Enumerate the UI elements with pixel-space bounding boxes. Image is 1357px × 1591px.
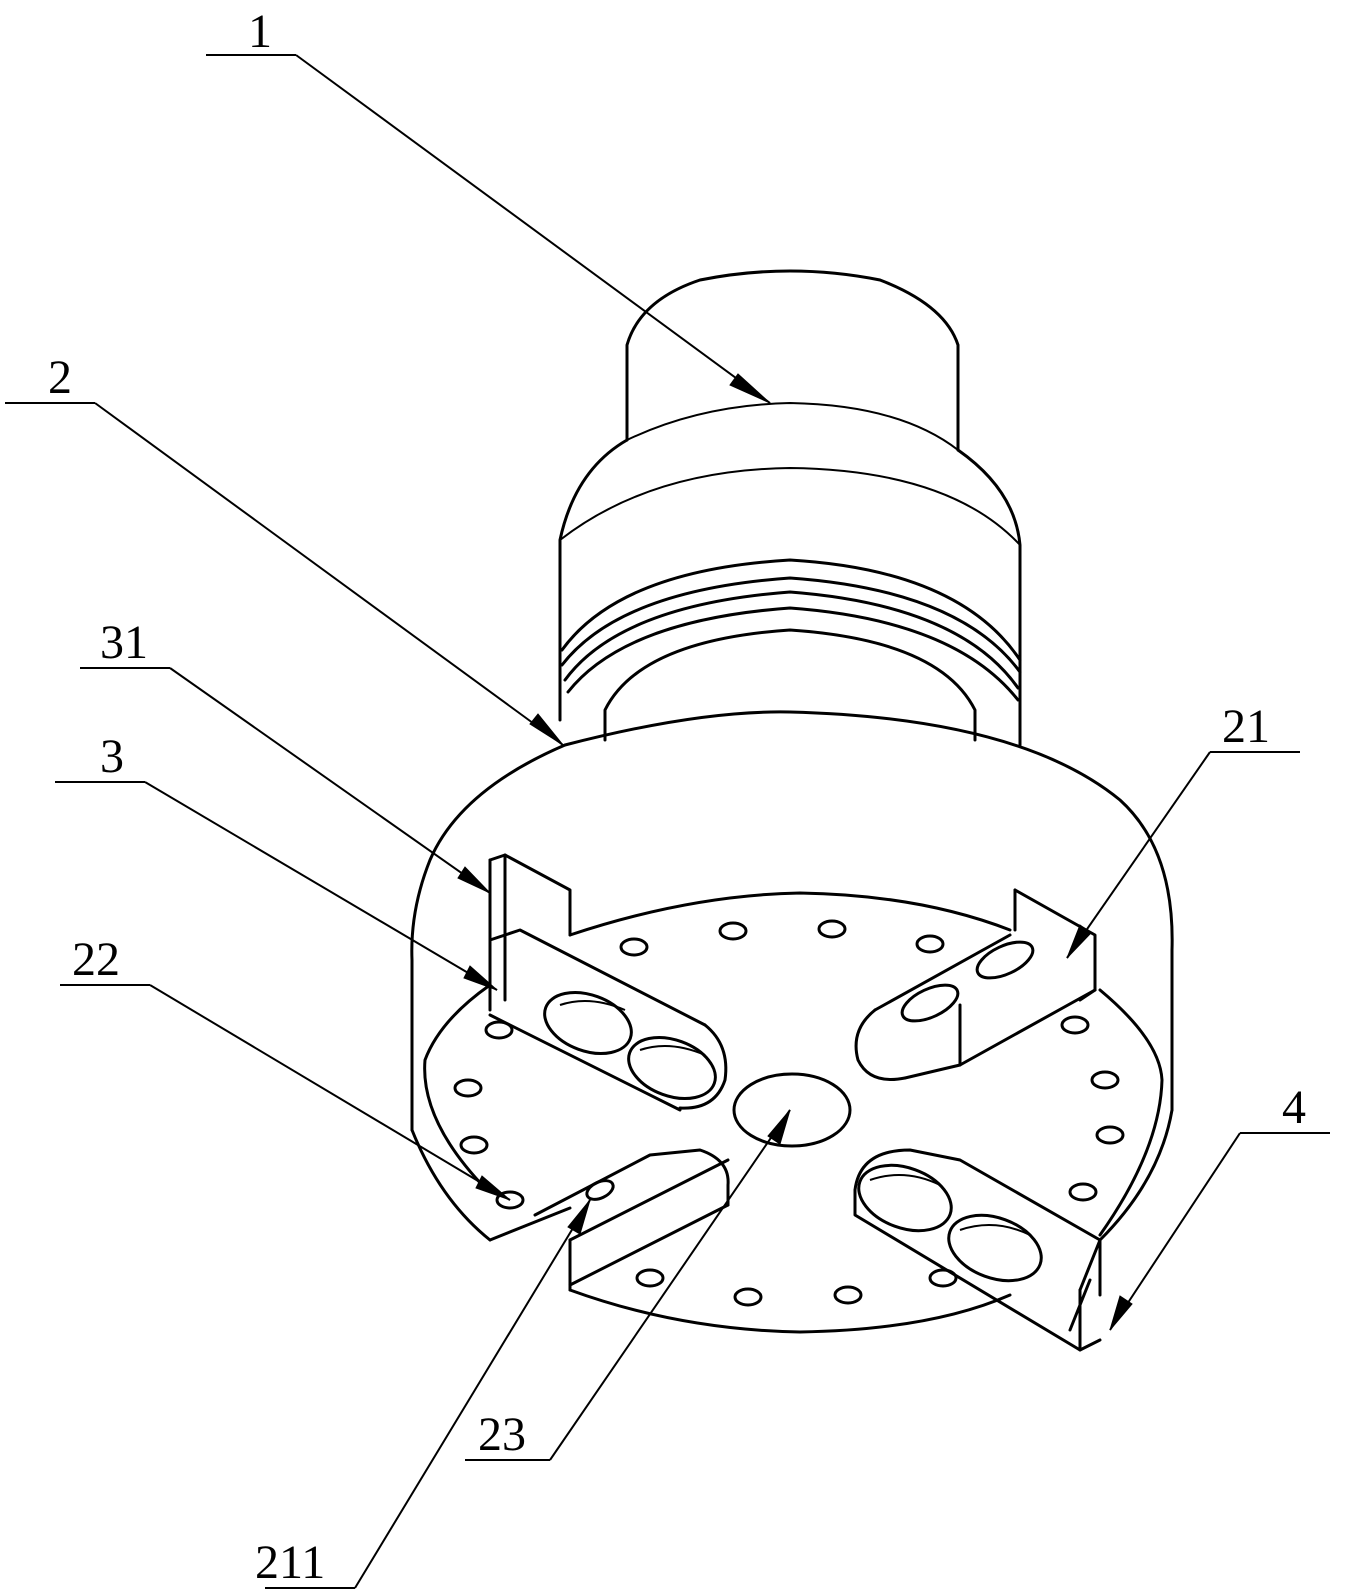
jaw-top-right xyxy=(854,888,1097,1081)
label-21: 21 xyxy=(1222,700,1270,753)
bottom-face xyxy=(423,891,1164,1334)
top-cap xyxy=(625,269,960,452)
leader-lines xyxy=(5,54,1330,1589)
jaw-top-left xyxy=(488,853,728,1112)
thread-rings xyxy=(560,558,1022,742)
jaw-bottom-left xyxy=(488,1148,730,1292)
upper-collar xyxy=(558,438,1022,747)
label-31: 31 xyxy=(100,616,148,669)
reference-labels: 1 2 31 3 22 21 4 23 211 xyxy=(48,5,1306,1589)
label-2: 2 xyxy=(48,351,72,404)
main-body xyxy=(410,710,1174,1242)
label-4: 4 xyxy=(1282,1081,1306,1134)
bolt-holes xyxy=(453,919,1125,1307)
jaw-bottom-right xyxy=(853,1148,1102,1352)
label-211: 211 xyxy=(255,1536,325,1589)
label-1: 1 xyxy=(248,5,272,58)
label-3: 3 xyxy=(100,730,124,783)
center-hole xyxy=(732,1072,852,1148)
label-22: 22 xyxy=(72,933,120,986)
label-23: 23 xyxy=(478,1408,526,1461)
